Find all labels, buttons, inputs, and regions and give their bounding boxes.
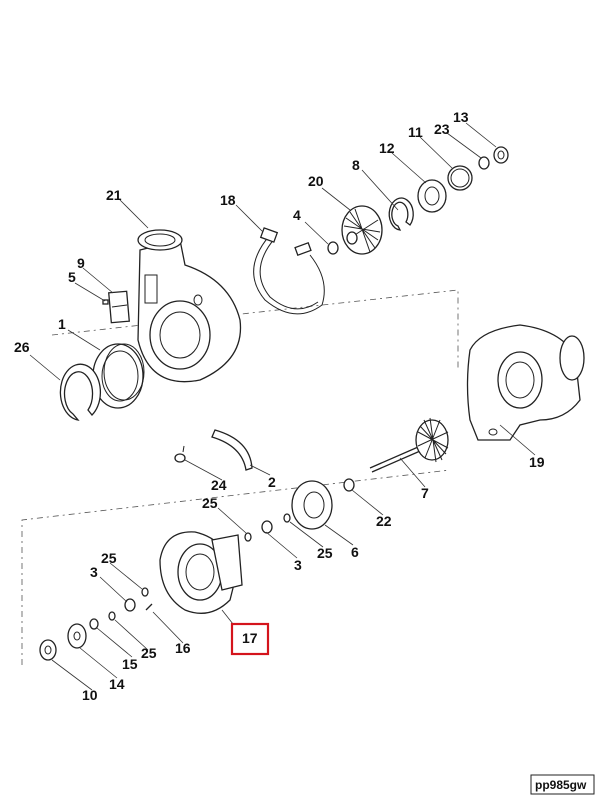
part-3-ring-upper: [261, 520, 273, 534]
part-19-turbine-housing: [466, 324, 585, 441]
part-23-ring: [478, 156, 490, 170]
reference-code: pp985gw: [535, 778, 587, 792]
part-10-washer: [39, 639, 57, 661]
part-21-compressor-housing: [137, 229, 242, 383]
part-25-ring-bottom: [108, 611, 116, 621]
part-18-clamp: [253, 227, 325, 315]
part-24-bolt: [174, 445, 186, 463]
callout-6: 6: [351, 544, 359, 560]
callout-1: 1: [58, 316, 66, 332]
callout-23: 23: [434, 121, 450, 137]
callout-7: 7: [421, 485, 429, 501]
part-6-backplate: [291, 480, 333, 530]
part-16-pin: [145, 603, 153, 611]
callout-25-mid: 25: [317, 545, 333, 561]
callout-19: 19: [529, 454, 545, 470]
callout-10: 10: [82, 687, 98, 703]
leader-lines: [29, 122, 536, 691]
part-25-ring-mid: [244, 532, 252, 542]
callout-26: 26: [14, 339, 30, 355]
part-9-plate: [108, 290, 130, 324]
part-13-nut: [493, 146, 509, 164]
part-3-ring-lower: [124, 598, 136, 612]
callout-24: 24: [211, 477, 227, 493]
callout-15: 15: [122, 656, 138, 672]
callout-17: 17: [242, 630, 258, 646]
callout-3-upper: 3: [294, 557, 302, 573]
part-15-ring: [89, 618, 99, 630]
part-4-nut: [327, 241, 339, 255]
callout-25-left: 25: [101, 550, 117, 566]
callout-12: 12: [379, 140, 395, 156]
part-2-heat-shield: [211, 429, 253, 471]
callout-labels: 21 9 5 1 26 18 4 20 8 12 11 23 13 24 2 1…: [14, 109, 545, 703]
callout-14: 14: [109, 676, 125, 692]
part-14-thrust-plate: [67, 623, 87, 649]
part-26-snap-ring: [59, 363, 102, 421]
callout-18: 18: [220, 192, 236, 208]
part-25-ring-upper: [283, 513, 291, 523]
callout-8: 8: [352, 157, 360, 173]
reference-code-box: pp985gw: [530, 774, 595, 795]
callout-3-lower: 3: [90, 564, 98, 580]
part-8-retaining-ring: [388, 197, 414, 231]
part-7-turbine-shaft: [369, 417, 449, 473]
part-25-ring-lower: [141, 587, 149, 597]
callout-2: 2: [268, 474, 276, 490]
part-20-compressor-wheel: [341, 205, 383, 255]
part-17-bearing-housing: [159, 531, 243, 614]
callout-11: 11: [408, 124, 423, 140]
callout-5: 5: [68, 269, 76, 285]
callout-9: 9: [77, 255, 85, 271]
part-12-insert: [417, 179, 447, 213]
callout-20: 20: [308, 173, 324, 189]
callout-16: 16: [175, 640, 191, 656]
callout-22: 22: [376, 513, 392, 529]
part-22-ring: [343, 478, 355, 492]
callout-21: 21: [106, 187, 122, 203]
highlight-box-17: [230, 622, 270, 656]
callout-4: 4: [293, 207, 301, 223]
part-11-o-ring: [447, 165, 473, 191]
part-5-screw: [102, 299, 109, 305]
callout-13: 13: [453, 109, 469, 125]
assembly-boundary: [21, 289, 459, 665]
part-1-seal: [92, 343, 145, 409]
callout-25-bottom: 25: [141, 645, 157, 661]
callout-25-upper: 25: [202, 495, 218, 511]
